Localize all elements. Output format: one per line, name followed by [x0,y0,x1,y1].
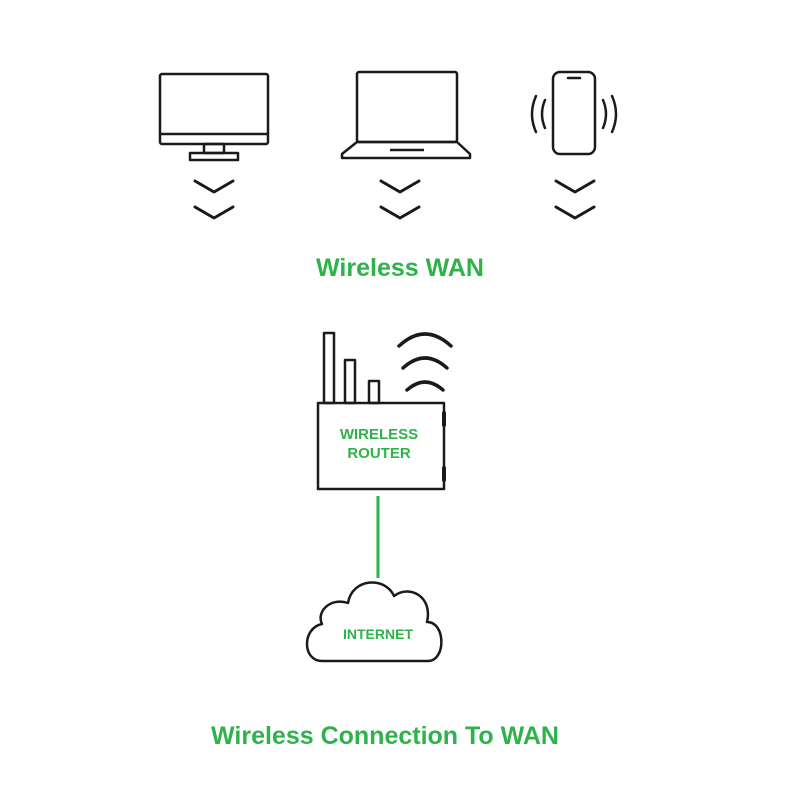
internet-label: INTERNET [343,626,413,642]
wireless-router-icon [316,331,446,491]
router-body [316,401,446,491]
router-antenna-medium [343,358,357,405]
laptop-icon [340,70,472,160]
router-label-line2: ROUTER [347,445,411,462]
signal-chevrons-laptop [379,179,421,220]
router-label-line1: WIRELESS [339,426,419,443]
router-label: WIRELESS ROUTER [318,425,440,463]
signal-chevrons-phone [554,179,596,220]
desktop-monitor-icon [158,72,270,162]
diagram-caption: Wireless Connection To WAN [211,722,559,750]
router-antenna-tall [322,331,336,405]
smartphone-icon [530,70,618,156]
signal-chevrons-desktop [193,179,235,220]
router-antenna-short [367,379,381,405]
wireless-wan-label: Wireless WAN [316,254,484,282]
cloud-icon [305,581,443,663]
wifi-waves-icon [397,332,453,392]
